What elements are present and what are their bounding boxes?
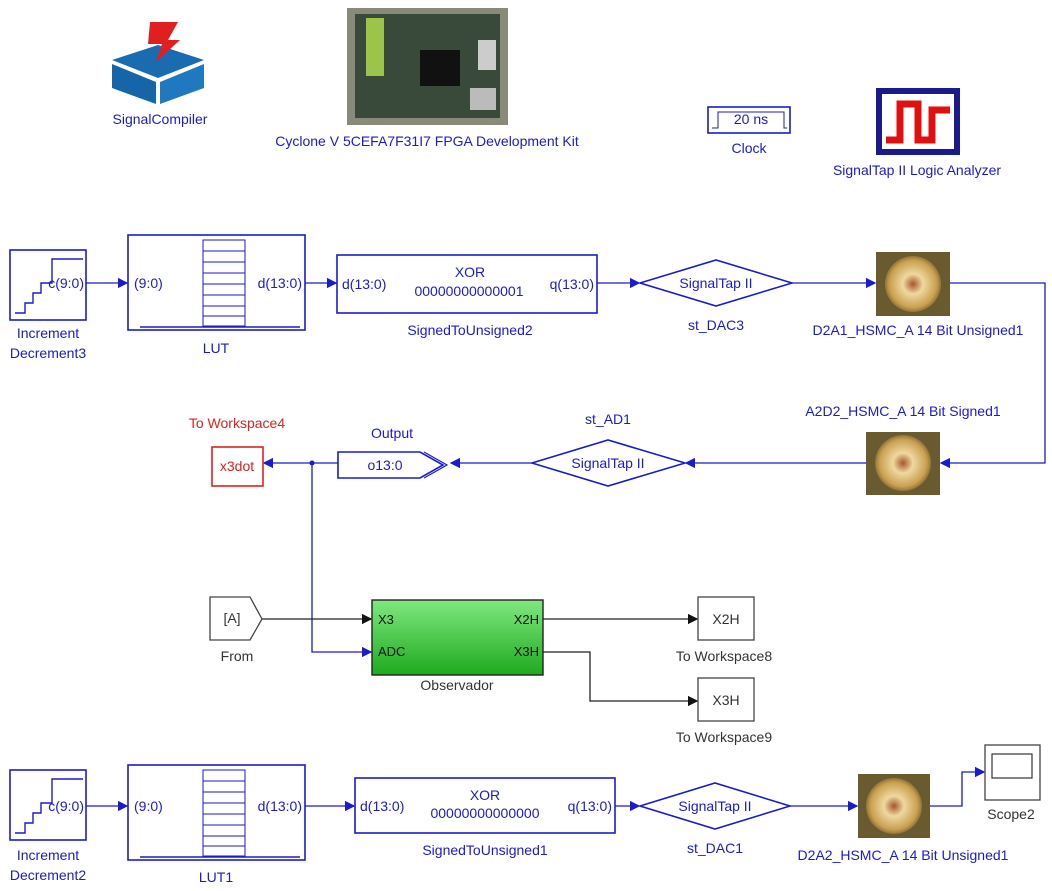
adc-label: A2D2_HSMC_A 14 Bit Signed1 [805, 403, 1001, 419]
xor-title: XOR [455, 264, 485, 280]
counter-label-1: Increment [17, 847, 79, 863]
a2d2-connector-block[interactable]: A2D2_HSMC_A 14 Bit Signed1 [805, 403, 1001, 495]
from-block[interactable]: [A] From [209, 596, 263, 664]
observer-out2: X3H [514, 644, 539, 659]
st-ad1-block[interactable]: SignalTap II st_AD1 [529, 411, 688, 487]
scope-icon [991, 753, 1033, 779]
clock-block[interactable]: 20 ns Clock [707, 106, 791, 156]
workspace-text: x3dot [220, 458, 254, 474]
dac-label: D2A1_HSMC_A 14 Bit Unsigned1 [813, 322, 1024, 338]
lut-in-port: (9:0) [134, 275, 163, 291]
xor-out-port: q(13:0) [568, 798, 612, 814]
d2a1-connector-block[interactable]: D2A1_HSMC_A 14 Bit Unsigned1 [813, 252, 1024, 338]
to-workspace8-block[interactable]: X2H To Workspace8 [676, 596, 772, 664]
fpga-board-block[interactable]: Cyclone V 5CEFA7F31I7 FPGA Development K… [275, 8, 579, 149]
observer-out1: X2H [514, 612, 539, 627]
xor-in-port: d(13:0) [342, 276, 386, 292]
lut-block[interactable]: (9:0) d(13:0) LUT [127, 234, 306, 356]
output-text: o13:0 [367, 457, 402, 473]
observer-in2: ADC [378, 644, 405, 659]
xor-title: XOR [470, 787, 500, 803]
ws8-label: To Workspace8 [676, 648, 772, 664]
output-block[interactable]: o13:0 Output [337, 425, 449, 479]
counter-label-2: Decrement3 [10, 345, 86, 361]
xor-constant: 00000000000000 [430, 805, 539, 821]
ws8-text: X2H [712, 611, 739, 627]
sma-connector-icon [875, 435, 931, 491]
tap-text: SignalTap II [571, 455, 644, 471]
output-label: Output [371, 425, 413, 441]
observer-in1: X3 [378, 612, 394, 627]
st-dac3-block[interactable]: SignalTap II st_DAC3 [637, 259, 795, 333]
signed-to-unsigned1-block[interactable]: XOR d(13:0) 00000000000000 q(13:0) Signe… [354, 777, 616, 858]
st-dac1-block[interactable]: SignalTap II st_DAC1 [637, 782, 793, 856]
from-label: From [221, 648, 254, 664]
ws9-label: To Workspace9 [676, 729, 772, 745]
lut1-block[interactable]: (9:0) d(13:0) LUT1 [127, 764, 306, 885]
signaltap-analyzer-label: SignalTap II Logic Analyzer [833, 162, 1001, 178]
signaltap-logo-icon [876, 88, 960, 155]
clock-label: Clock [731, 140, 767, 156]
increment-decrement3-block[interactable]: c(9:0) Increment Decrement3 [9, 249, 87, 361]
counter-label-1: Increment [17, 325, 79, 341]
lut-in-port: (9:0) [134, 798, 163, 814]
counter-port: c(9:0) [48, 275, 84, 291]
lut-label: LUT [203, 340, 230, 356]
lut-label: LUT1 [199, 869, 233, 885]
lut-out-port: d(13:0) [258, 275, 302, 291]
workspace-label: To Workspace4 [189, 415, 285, 431]
tap-label: st_DAC1 [687, 840, 743, 856]
clock-value: 20 ns [734, 111, 768, 127]
to-workspace9-block[interactable]: X3H To Workspace9 [676, 677, 772, 745]
fpga-board-label: Cyclone V 5CEFA7F31I7 FPGA Development K… [275, 133, 579, 149]
tap-text: SignalTap II [679, 275, 752, 291]
observador-block[interactable]: X3 ADC X2H X3H Observador [371, 599, 544, 693]
signal-compiler-label: SignalCompiler [113, 111, 208, 127]
scope2-block[interactable]: Scope2 [984, 744, 1041, 822]
signal-compiler-block[interactable]: SignalCompiler [112, 22, 208, 127]
lut-out-port: d(13:0) [258, 798, 302, 814]
tap-text: SignalTap II [678, 798, 751, 814]
observer-label: Observador [420, 677, 493, 693]
xor-label: SignedToUnsigned1 [422, 842, 548, 858]
tap-label: st_AD1 [585, 411, 631, 427]
xor-in-port: d(13:0) [360, 798, 404, 814]
counter-port: c(9:0) [48, 798, 84, 814]
signal-compiler-icon [112, 22, 204, 104]
d2a2-connector-block[interactable]: D2A2_HSMC_A 14 Bit Unsigned1 [798, 774, 1009, 863]
counter-label-2: Decrement2 [10, 867, 86, 883]
xor-label: SignedToUnsigned2 [407, 322, 533, 338]
dac-label: D2A2_HSMC_A 14 Bit Unsigned1 [798, 847, 1009, 863]
scope-label: Scope2 [987, 806, 1035, 822]
sma-connector-icon [885, 256, 941, 312]
ws9-text: X3H [712, 692, 739, 708]
sma-connector-icon [866, 778, 922, 834]
xor-constant: 00000000000001 [414, 283, 523, 299]
from-text: [A] [223, 610, 240, 626]
xor-out-port: q(13:0) [550, 276, 594, 292]
signaltap-analyzer-block[interactable]: SignalTap II Logic Analyzer [833, 88, 1001, 178]
fpga-board-image [347, 8, 508, 125]
to-workspace4-block[interactable]: x3dot To Workspace4 [189, 415, 285, 487]
increment-decrement2-block[interactable]: c(9:0) Increment Decrement2 [9, 769, 87, 883]
tap-label: st_DAC3 [688, 317, 744, 333]
signed-to-unsigned2-block[interactable]: XOR d(13:0) 00000000000001 q(13:0) Signe… [336, 254, 598, 338]
